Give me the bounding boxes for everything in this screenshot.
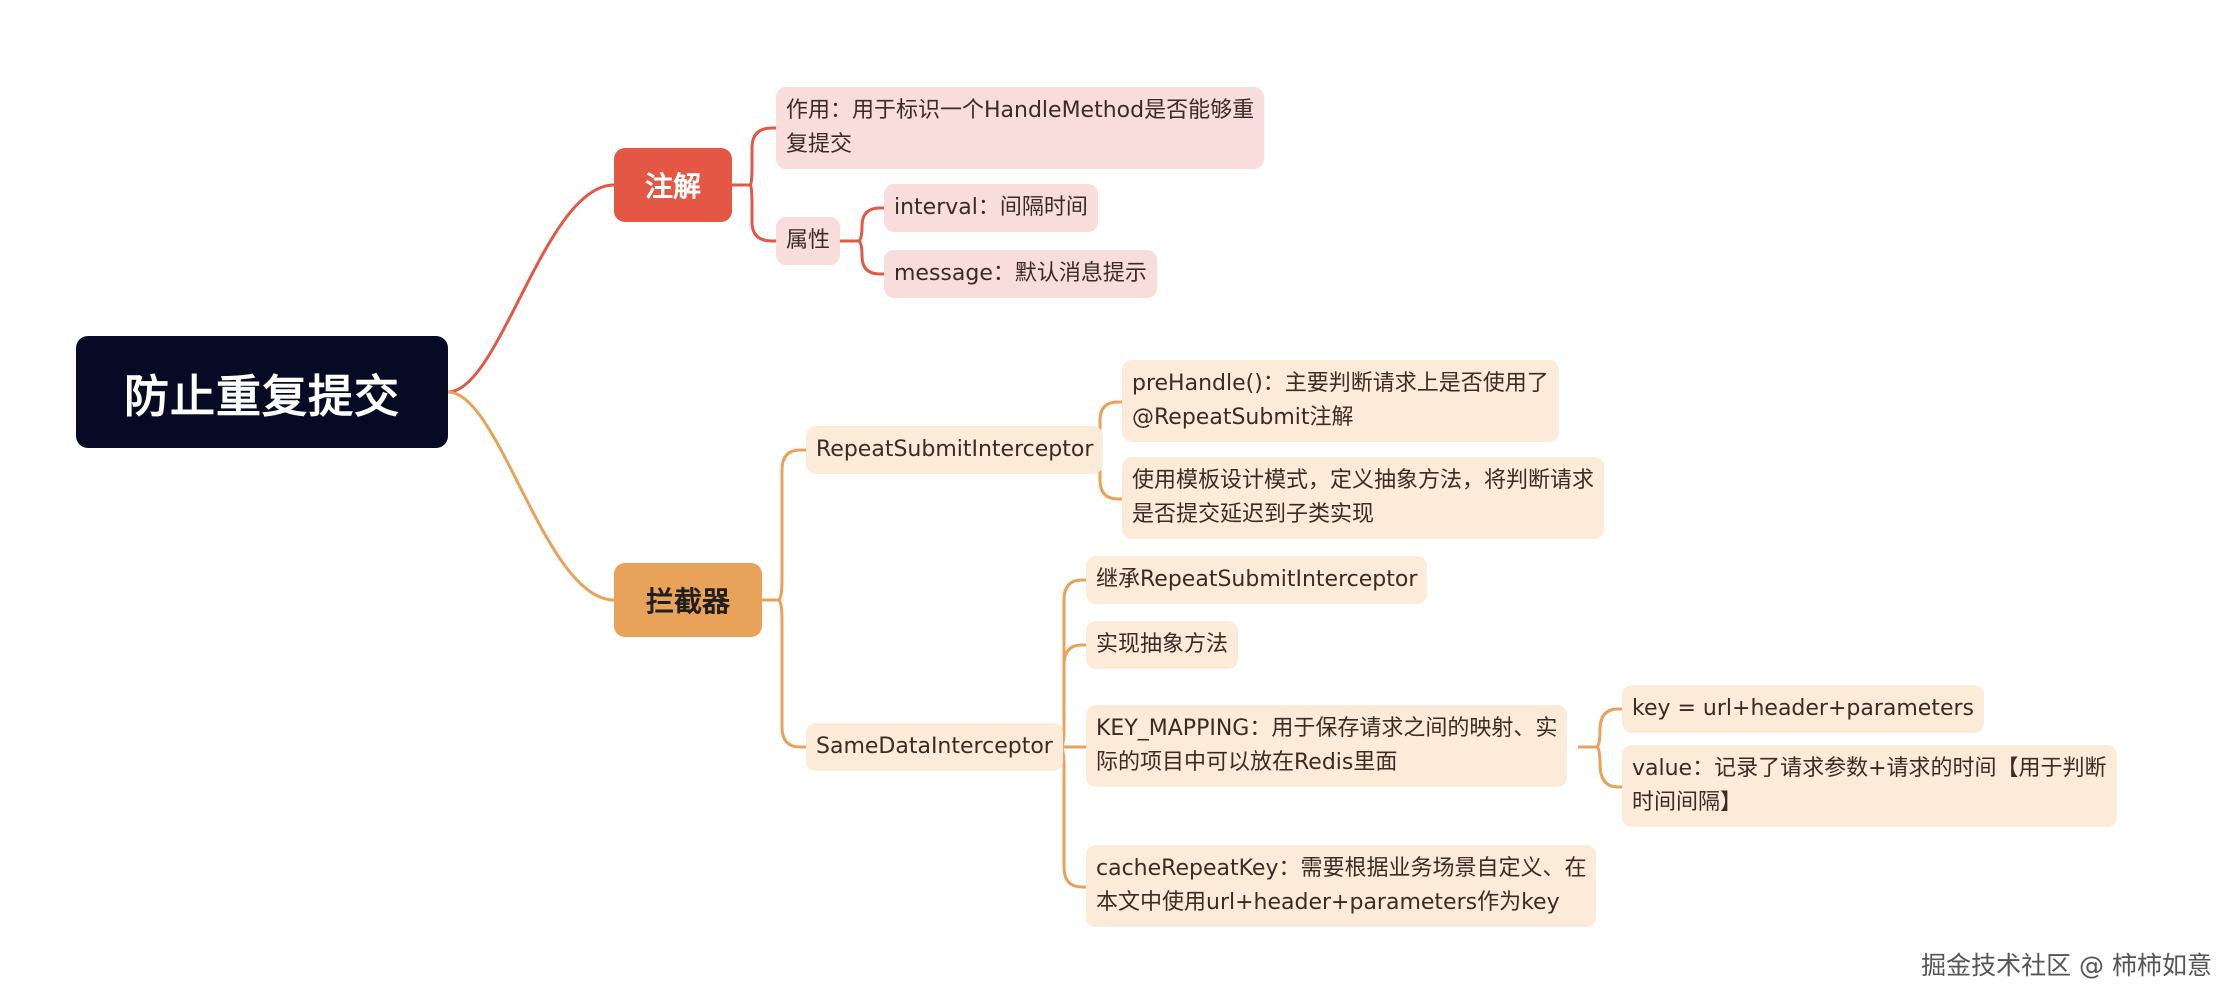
root-topic[interactable]: 防止重复提交: [76, 336, 448, 448]
inherit-node[interactable]: 继承RepeatSubmitInterceptor: [1086, 556, 1428, 604]
key-mapping-line2: 际的项目中可以放在Redis里面: [1096, 750, 1398, 775]
implement-abstract-node[interactable]: 实现抽象方法: [1086, 621, 1239, 669]
attribute-message-node[interactable]: message：默认消息提示: [884, 250, 1157, 298]
prehandle-node[interactable]: preHandle()：主要判断请求上是否使用了 @RepeatSubmit注解: [1122, 360, 1559, 442]
key-mapping-value-node[interactable]: value：记录了请求参数+请求的时间【用于判断 时间间隔】: [1622, 745, 2117, 827]
cache-repeat-key-node[interactable]: cacheRepeatKey：需要根据业务场景自定义、在 本文中使用url+he…: [1086, 845, 1597, 927]
annotation-purpose-line1: 作用：用于标识一个HandleMethod是否能够重: [786, 98, 1255, 123]
annotation-purpose-node[interactable]: 作用：用于标识一个HandleMethod是否能够重 复提交: [776, 87, 1265, 169]
repeat-submit-interceptor-node[interactable]: RepeatSubmitInterceptor: [806, 426, 1104, 474]
template-pattern-node[interactable]: 使用模板设计模式，定义抽象方法，将判断请求 是否提交延迟到子类实现: [1122, 457, 1605, 539]
prehandle-line2: @RepeatSubmit注解: [1132, 405, 1354, 430]
branch-annotation[interactable]: 注解: [614, 148, 732, 222]
cache-repeat-key-line2: 本文中使用url+header+parameters作为key: [1096, 890, 1560, 915]
template-pattern-line2: 是否提交延迟到子类实现: [1132, 502, 1375, 527]
key-mapping-key-node[interactable]: key = url+header+parameters: [1622, 685, 1985, 733]
key-mapping-value-line1: value：记录了请求参数+请求的时间【用于判断: [1632, 756, 2107, 781]
annotation-attributes-node[interactable]: 属性: [776, 217, 841, 265]
key-mapping-node[interactable]: KEY_MAPPING：用于保存请求之间的映射、实 际的项目中可以放在Redis…: [1086, 705, 1568, 787]
watermark-credit: 掘金技术社区 @ 柿柿如意: [1921, 951, 2212, 980]
branch-interceptor[interactable]: 拦截器: [614, 563, 762, 637]
template-pattern-line1: 使用模板设计模式，定义抽象方法，将判断请求: [1132, 468, 1595, 493]
prehandle-line1: preHandle()：主要判断请求上是否使用了: [1132, 371, 1549, 396]
cache-repeat-key-line1: cacheRepeatKey：需要根据业务场景自定义、在: [1096, 856, 1587, 881]
annotation-purpose-line2: 复提交: [786, 132, 853, 157]
key-mapping-line1: KEY_MAPPING：用于保存请求之间的映射、实: [1096, 716, 1558, 741]
attribute-interval-node[interactable]: interval：间隔时间: [884, 184, 1098, 232]
key-mapping-value-line2: 时间间隔】: [1632, 790, 1743, 815]
same-data-interceptor-node[interactable]: SameDataInterceptor: [806, 723, 1063, 771]
